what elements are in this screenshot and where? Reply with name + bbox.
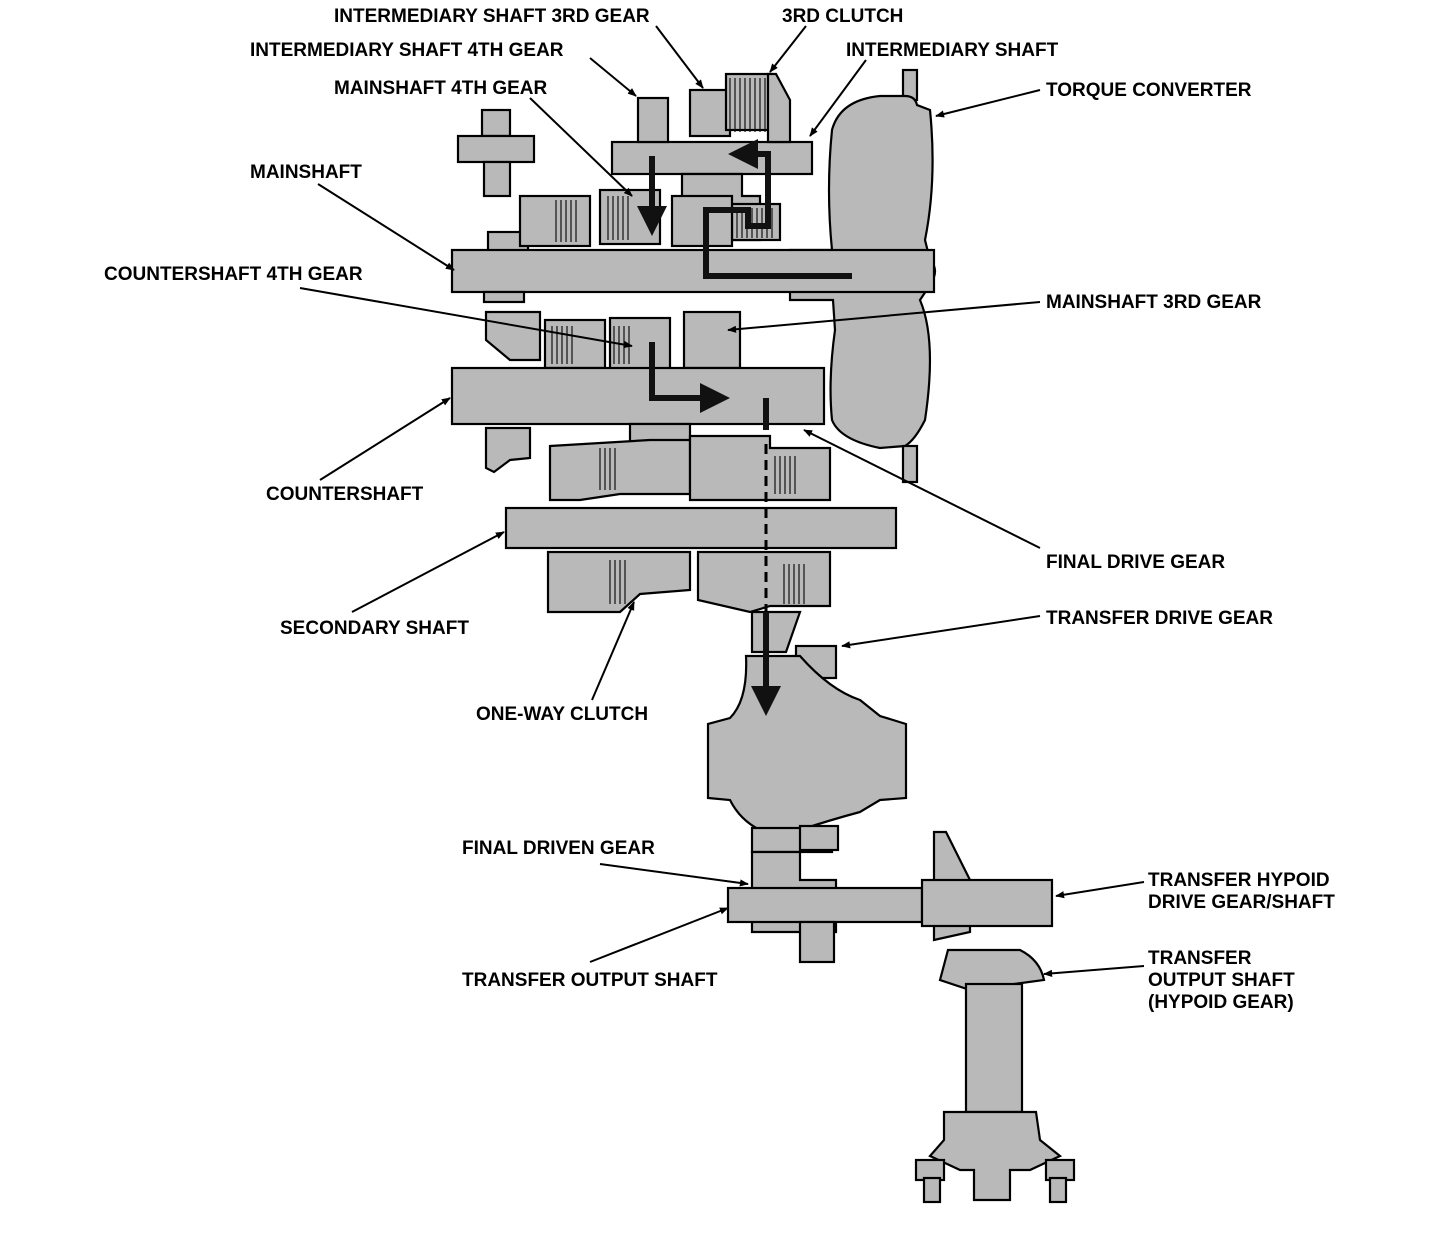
label-intermediary-shaft: INTERMEDIARY SHAFT xyxy=(846,40,1059,61)
label-intermediary-shaft-4th-gear: INTERMEDIARY SHAFT 4TH GEAR xyxy=(250,40,564,61)
label-transfer-output-hypoid-line1: TRANSFER xyxy=(1148,948,1252,969)
leader-final-driven-gear xyxy=(599,863,749,887)
secondary-shaft-assembly xyxy=(504,434,898,614)
leader-intermediary-shaft-4th-gear xyxy=(589,57,637,97)
label-mainshaft-4th-gear: MAINSHAFT 4TH GEAR xyxy=(334,78,548,99)
leader-transfer-output-shaft xyxy=(589,907,729,963)
leader-intermediary-shaft xyxy=(809,59,867,137)
label-mainshaft-3rd-gear: MAINSHAFT 3RD GEAR xyxy=(1046,292,1262,313)
mechanism-drawing xyxy=(450,68,1076,1204)
label-transfer-hypoid-line1: TRANSFER HYPOID xyxy=(1148,870,1330,891)
reverse-idler xyxy=(456,108,536,198)
leader-torque-converter xyxy=(935,89,1041,118)
label-final-driven-gear: FINAL DRIVEN GEAR xyxy=(462,838,655,859)
leader-final-drive-gear xyxy=(803,429,1041,549)
mainshaft-assembly xyxy=(450,188,936,304)
label-countershaft: COUNTERSHAFT xyxy=(266,484,424,505)
leader-lines xyxy=(299,25,1145,977)
leader-3rd-clutch xyxy=(769,25,807,73)
label-transfer-output-hypoid-line3: (HYPOID GEAR) xyxy=(1148,992,1294,1013)
leader-countershaft xyxy=(319,397,451,481)
labels: INTERMEDIARY SHAFT 3RD GEAR 3RD CLUTCH I… xyxy=(104,6,1335,1013)
leader-mainshaft xyxy=(317,183,455,271)
label-intermediary-shaft-3rd-gear: INTERMEDIARY SHAFT 3RD GEAR xyxy=(334,6,650,27)
label-transfer-output-shaft: TRANSFER OUTPUT SHAFT xyxy=(462,970,718,991)
power-flow-path xyxy=(637,139,852,716)
label-transfer-hypoid-line2: DRIVE GEAR/SHAFT xyxy=(1148,892,1335,913)
label-final-drive-gear: FINAL DRIVE GEAR xyxy=(1046,552,1225,573)
leader-one-way-clutch xyxy=(591,601,635,701)
leader-secondary-shaft xyxy=(351,531,505,613)
label-3rd-clutch: 3RD CLUTCH xyxy=(782,6,903,27)
leader-transfer-drive-gear xyxy=(841,615,1041,649)
label-transfer-output-hypoid-line2: OUTPUT SHAFT xyxy=(1148,970,1295,991)
countershaft-assembly xyxy=(450,310,826,474)
leader-countershaft-4th-gear xyxy=(299,287,633,349)
label-transfer-drive-gear: TRANSFER DRIVE GEAR xyxy=(1046,608,1273,629)
label-one-way-clutch: ONE-WAY CLUTCH xyxy=(476,704,648,725)
intermediary-shaft-assembly xyxy=(610,72,814,242)
label-countershaft-4th-gear: COUNTERSHAFT 4TH GEAR xyxy=(104,264,363,285)
transfer-and-differential xyxy=(706,610,908,854)
leader-transfer-output-hypoid-gear xyxy=(1043,965,1145,977)
label-mainshaft: MAINSHAFT xyxy=(250,162,362,183)
leader-transfer-hypoid-drive-gear xyxy=(1055,881,1145,899)
leader-intermediary-shaft-3rd-gear xyxy=(655,25,704,89)
hypoid-output-assembly xyxy=(914,948,1076,1204)
label-secondary-shaft: SECONDARY SHAFT xyxy=(280,618,469,639)
transfer-output-shaft-assembly xyxy=(726,830,1054,964)
leader-mainshaft-4th-gear xyxy=(529,97,633,197)
label-torque-converter: TORQUE CONVERTER xyxy=(1046,80,1252,101)
leader-mainshaft-3rd-gear xyxy=(727,301,1041,333)
